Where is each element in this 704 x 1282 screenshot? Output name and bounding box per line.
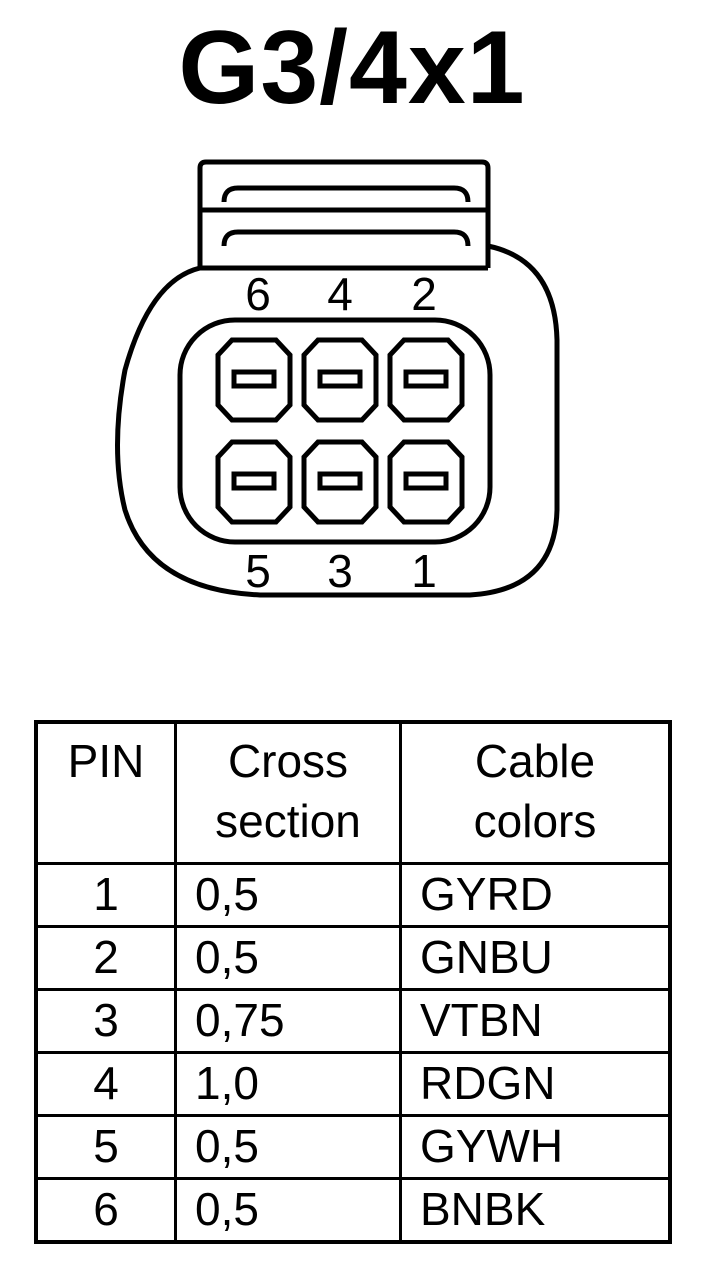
header-colors-line2: colors — [473, 794, 597, 847]
cell-cable-color: RDGN — [399, 1051, 672, 1117]
cell-cross-section: 0,5 — [174, 1114, 402, 1180]
table-row: 1 0,5 GYRD — [34, 862, 672, 928]
pin-label-top-middle: 4 — [327, 268, 353, 320]
pin-label-bottom-right: 1 — [411, 545, 437, 597]
header-cross-section: Cross section — [174, 720, 402, 865]
pin-label-top-right: 2 — [411, 268, 437, 320]
housing-outline — [115, 243, 560, 598]
pin-socket — [215, 439, 293, 525]
cell-cross-section: 0,75 — [174, 988, 402, 1054]
cell-cross-section: 0,5 — [174, 862, 402, 928]
cell-cross-section: 1,0 — [174, 1051, 402, 1117]
table-row: 3 0,75 VTBN — [34, 988, 672, 1054]
cell-cross-section: 0,5 — [174, 1177, 402, 1244]
cell-pin: 4 — [34, 1051, 177, 1117]
cell-cable-color: GYRD — [399, 862, 672, 928]
pin-socket — [387, 337, 465, 423]
header-cable-colors: Cable colors — [399, 720, 672, 865]
cavity-outline — [177, 317, 493, 545]
header-cross-line1: Cross — [227, 735, 349, 787]
pin-socket — [301, 337, 379, 423]
table-row: 5 0,5 GYWH — [34, 1114, 672, 1180]
cell-pin: 3 — [34, 988, 177, 1054]
header-colors-line1: Cable — [474, 735, 596, 787]
table-row: 4 1,0 RDGN — [34, 1051, 672, 1117]
latch-tab — [197, 159, 491, 271]
cell-cable-color: GYWH — [399, 1114, 672, 1180]
cell-pin: 6 — [34, 1177, 177, 1244]
header-pin: PIN — [34, 720, 177, 865]
pin-socket — [387, 439, 465, 525]
header-pin-label: PIN — [67, 735, 145, 787]
pin-assignment-table: PIN Cross section Cable colors 1 0,5 GYR… — [34, 720, 672, 1244]
pin-label-bottom-left: 5 — [245, 545, 271, 597]
cell-pin: 1 — [34, 862, 177, 928]
cell-cable-color: BNBK — [399, 1177, 672, 1244]
pin-socket — [215, 337, 293, 423]
cell-pin: 2 — [34, 925, 177, 991]
pin-label-bottom-middle: 3 — [327, 545, 353, 597]
connector-title: G3/4x1 — [178, 10, 526, 126]
cell-pin: 5 — [34, 1114, 177, 1180]
pin-label-top-left: 6 — [245, 268, 271, 320]
connector-face-diagram: 6 4 2 5 3 1 — [115, 159, 560, 598]
table-row: 2 0,5 GNBU — [34, 925, 672, 991]
table-header-row: PIN Cross section Cable colors — [34, 720, 672, 865]
header-cross-line2: section — [215, 794, 361, 847]
cell-cross-section: 0,5 — [174, 925, 402, 991]
cell-cable-color: VTBN — [399, 988, 672, 1054]
pin-socket — [301, 439, 379, 525]
cell-cable-color: GNBU — [399, 925, 672, 991]
table-row: 6 0,5 BNBK — [34, 1177, 672, 1244]
